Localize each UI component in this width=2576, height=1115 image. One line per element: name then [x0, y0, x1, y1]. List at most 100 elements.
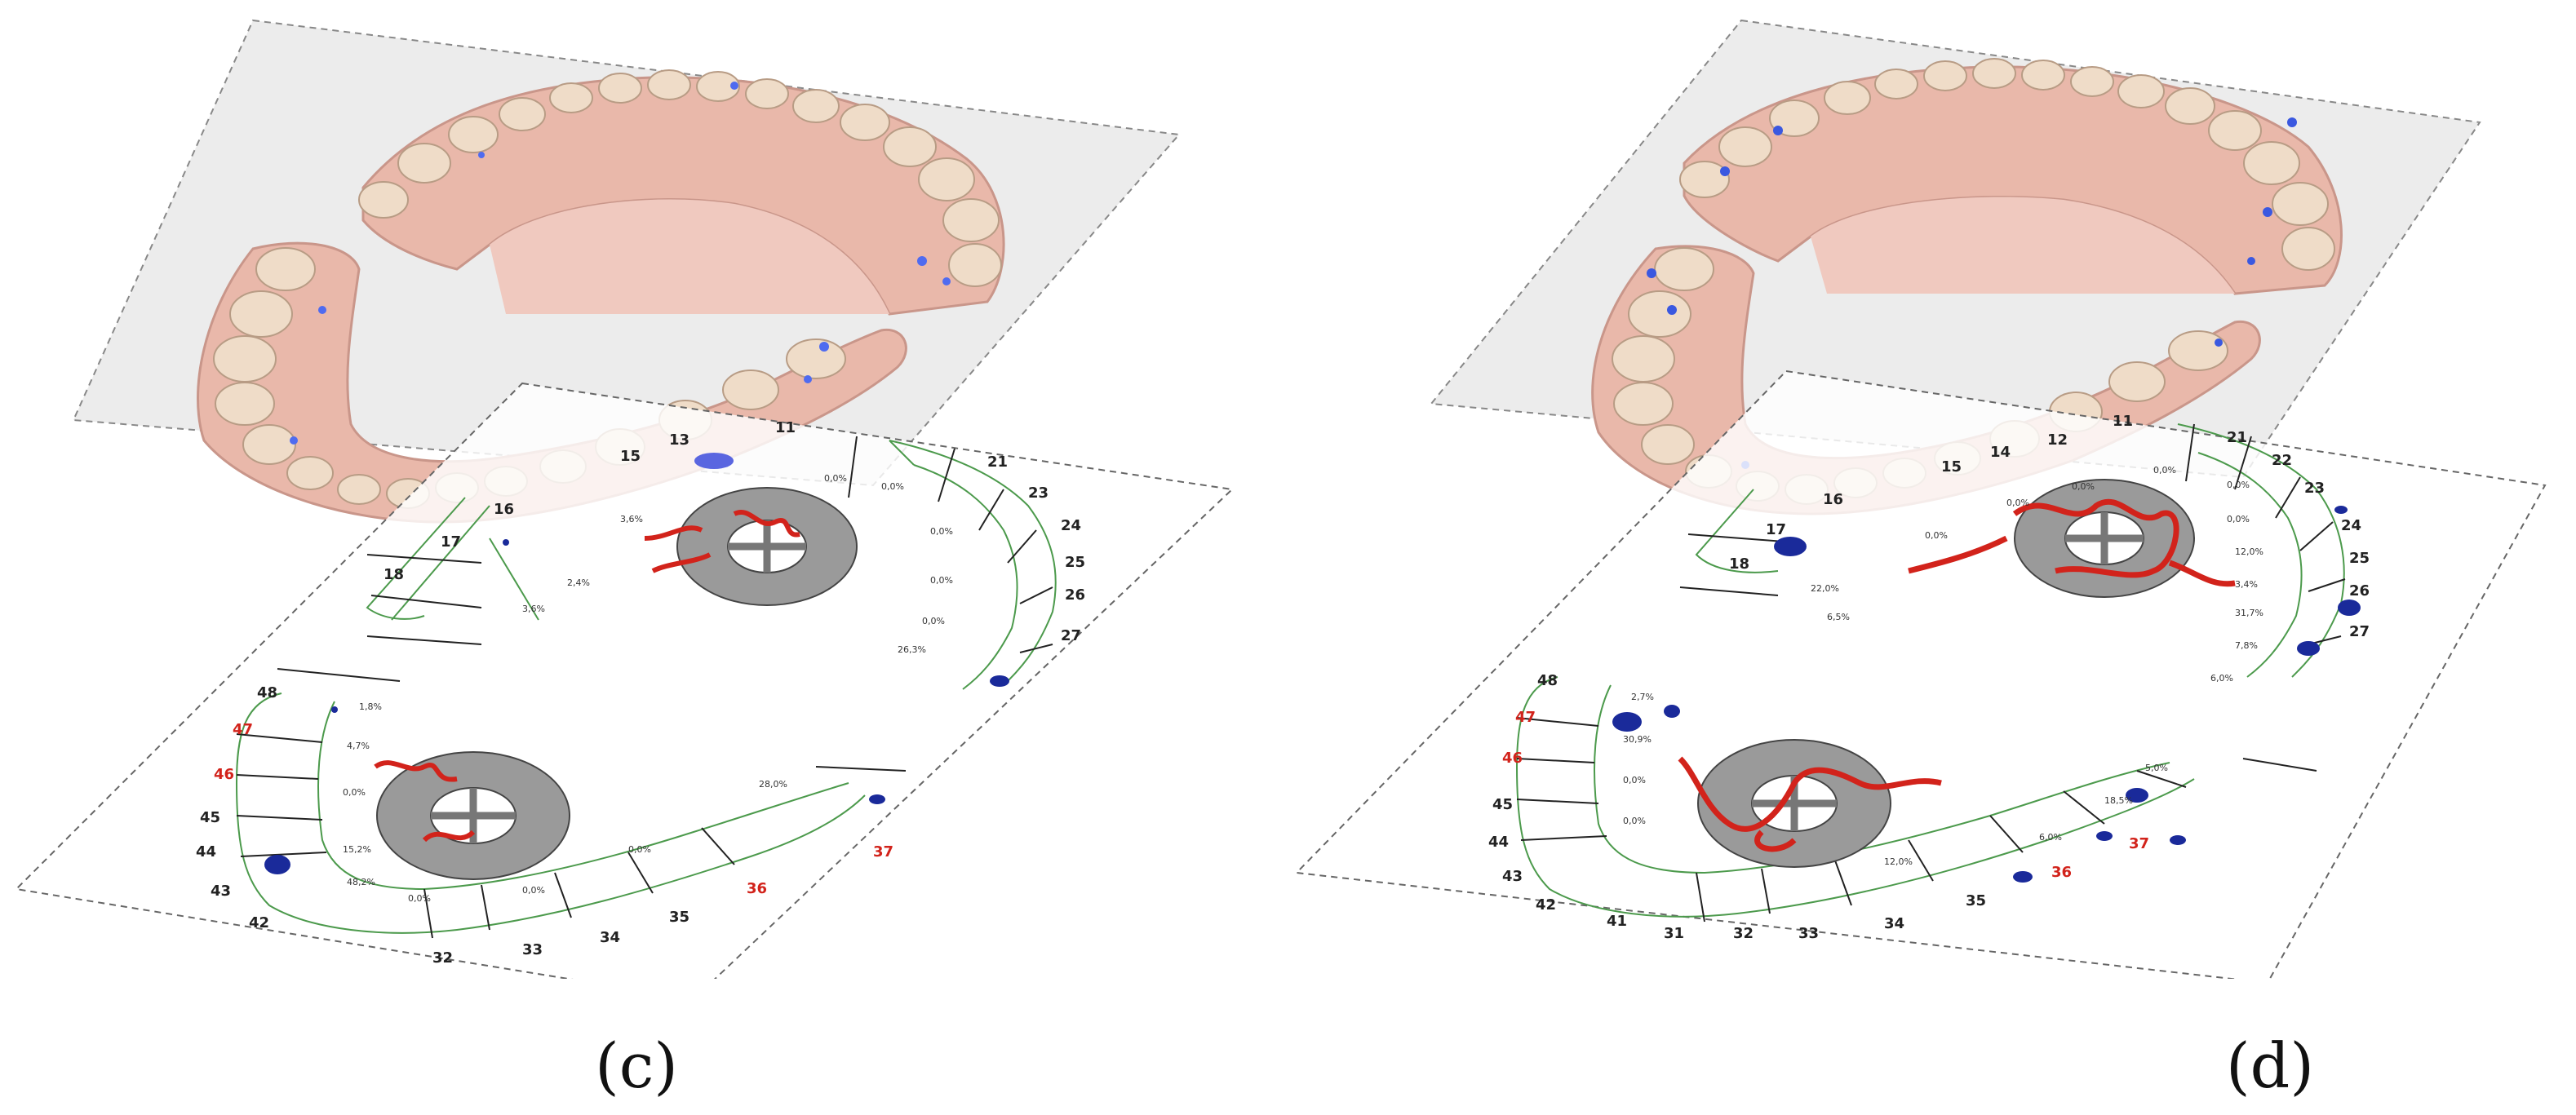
occlusion-diagram-c: 16 17 18 11 13 15 21 23 24 25 26 27 48 4…: [14, 19, 1235, 979]
contact-percent: 0,0%: [408, 893, 431, 904]
tooth-label: 24: [2341, 517, 2361, 534]
tooth-label: 33: [522, 941, 543, 958]
tooth-label: 36: [2051, 864, 2072, 881]
tooth-label: 17: [441, 533, 461, 551]
tooth-label: 37: [873, 843, 893, 861]
contact-percent: 7,8%: [2235, 640, 2258, 651]
tooth-label: 17: [1766, 521, 1786, 538]
contact-percent: 0,0%: [343, 787, 366, 798]
contact-percent: 3,4%: [2235, 579, 2258, 590]
contact-percent: 3,6%: [522, 604, 545, 614]
tooth-label: 34: [1884, 915, 1904, 932]
panel-d: 16 17 18 11 12 14 15 21 22 23 24 25 26 2…: [1288, 0, 2576, 1115]
tooth-label: 12: [2047, 431, 2068, 449]
tooth-label: 36: [747, 880, 767, 897]
upper-occlusion-chart: [1695, 423, 2345, 678]
contact-percent: 28,0%: [759, 779, 787, 790]
contact-percent: 1,8%: [359, 701, 382, 712]
tooth-label: 15: [1941, 458, 1962, 476]
contact-percent: 0,0%: [922, 616, 945, 626]
tooth-label: 21: [987, 454, 1008, 471]
tooth-label: 15: [620, 448, 641, 465]
maxillary-arch-scan: [1679, 58, 2343, 295]
contact-percent: 0,0%: [881, 481, 904, 492]
contact-percent: 48,2%: [347, 877, 375, 887]
tooth-label: 48: [1537, 672, 1558, 689]
tooth-label: 23: [2304, 480, 2325, 497]
lower-occlusion-chart: [1515, 676, 2195, 918]
contact-percent: 0,0%: [1925, 530, 1948, 541]
tooth-label: 13: [669, 431, 689, 449]
tooth-label: 32: [1733, 925, 1754, 942]
tooth-label: 32: [432, 949, 453, 967]
upper-occlusion-chart: [366, 440, 1057, 690]
contact-percent: 0,0%: [824, 473, 847, 484]
tooth-label: 25: [1065, 554, 1085, 571]
tooth-label: 43: [1502, 868, 1523, 885]
contact-percent: 12,0%: [1884, 856, 1913, 867]
contact-percent: 6,5%: [1827, 612, 1850, 622]
contact-percent: 5,0%: [2145, 763, 2168, 773]
contact-percent: 0,0%: [522, 885, 545, 896]
contact-percent: 26,3%: [898, 644, 926, 655]
tooth-label: 27: [2349, 623, 2370, 640]
panel-c: 16 17 18 11 13 15 21 23 24 25 26 27 48 4…: [14, 19, 1235, 1102]
tooth-label: 18: [384, 566, 404, 583]
tooth-label: 31: [1664, 925, 1684, 942]
tooth-label: 24: [1061, 517, 1081, 534]
tooth-label: 22: [2272, 452, 2292, 469]
tooth-label: 14: [1990, 444, 2011, 461]
tooth-label: 42: [1536, 896, 1556, 914]
maxillary-arch-scan: [358, 69, 1005, 316]
tooth-label: 25: [2349, 550, 2370, 567]
tooth-label: 46: [214, 766, 234, 783]
contact-percent: 6,0%: [2210, 673, 2233, 684]
contact-percent: 2,7%: [1631, 692, 1654, 702]
occlusion-disc-upper: [1908, 479, 2236, 598]
tooth-label: 45: [200, 809, 220, 826]
tooth-label: 21: [2227, 429, 2247, 446]
contact-percent: 0,0%: [930, 526, 953, 537]
tooth-label: 35: [1966, 892, 1986, 909]
contact-percent: 2,4%: [567, 577, 590, 588]
contact-percent: 0,0%: [1623, 775, 1646, 785]
contact-percent: 3,6%: [620, 514, 643, 524]
tooth-label: 16: [494, 501, 514, 518]
lower-occlusion-chart: [235, 692, 866, 934]
occlusion-disc-lower: [1678, 739, 1942, 868]
contact-percent: 12,0%: [2235, 546, 2263, 557]
tooth-label: 26: [1065, 586, 1085, 604]
contact-percent: 18,5%: [2104, 795, 2133, 806]
contact-percent: 0,0%: [2006, 498, 2029, 508]
occlusion-diagram-d: 16 17 18 11 12 14 15 21 22 23 24 25 26 2…: [1294, 19, 2547, 979]
contact-percent: 4,7%: [347, 741, 370, 751]
tooth-label: 11: [2113, 413, 2133, 430]
tooth-label: 45: [1492, 796, 1513, 813]
tooth-label: 47: [1515, 709, 1536, 726]
panel-caption: (c): [595, 1029, 678, 1102]
tooth-label: 27: [1061, 627, 1081, 644]
contact-percent: 22,0%: [1811, 583, 1839, 594]
contact-percent: 0,0%: [2227, 514, 2250, 524]
occlusion-disc-lower: [374, 751, 570, 880]
contact-percent: 0,0%: [628, 844, 651, 855]
tooth-label: 34: [600, 929, 620, 946]
contact-percent: 30,9%: [1623, 734, 1652, 745]
tooth-label: 35: [669, 909, 689, 926]
contact-percent: 0,0%: [2153, 465, 2176, 476]
tooth-label: 43: [211, 883, 231, 900]
analysis-plane: [1294, 369, 2547, 979]
analysis-plane: [14, 382, 1235, 979]
tooth-label: 26: [2349, 582, 2370, 600]
tooth-label: 44: [196, 843, 216, 861]
tooth-label: 33: [1798, 925, 1819, 942]
contact-percent: 6,0%: [2039, 832, 2062, 843]
contact-percent: 15,2%: [343, 844, 371, 855]
tooth-label: 46: [1502, 750, 1523, 767]
tooth-label: 16: [1823, 491, 1843, 508]
contact-percent: 0,0%: [930, 575, 953, 586]
tooth-label: 18: [1729, 555, 1749, 573]
contact-percent: 31,7%: [2235, 608, 2263, 618]
contact-percent: 0,0%: [2072, 481, 2095, 492]
occlusion-disc-upper: [644, 487, 858, 606]
